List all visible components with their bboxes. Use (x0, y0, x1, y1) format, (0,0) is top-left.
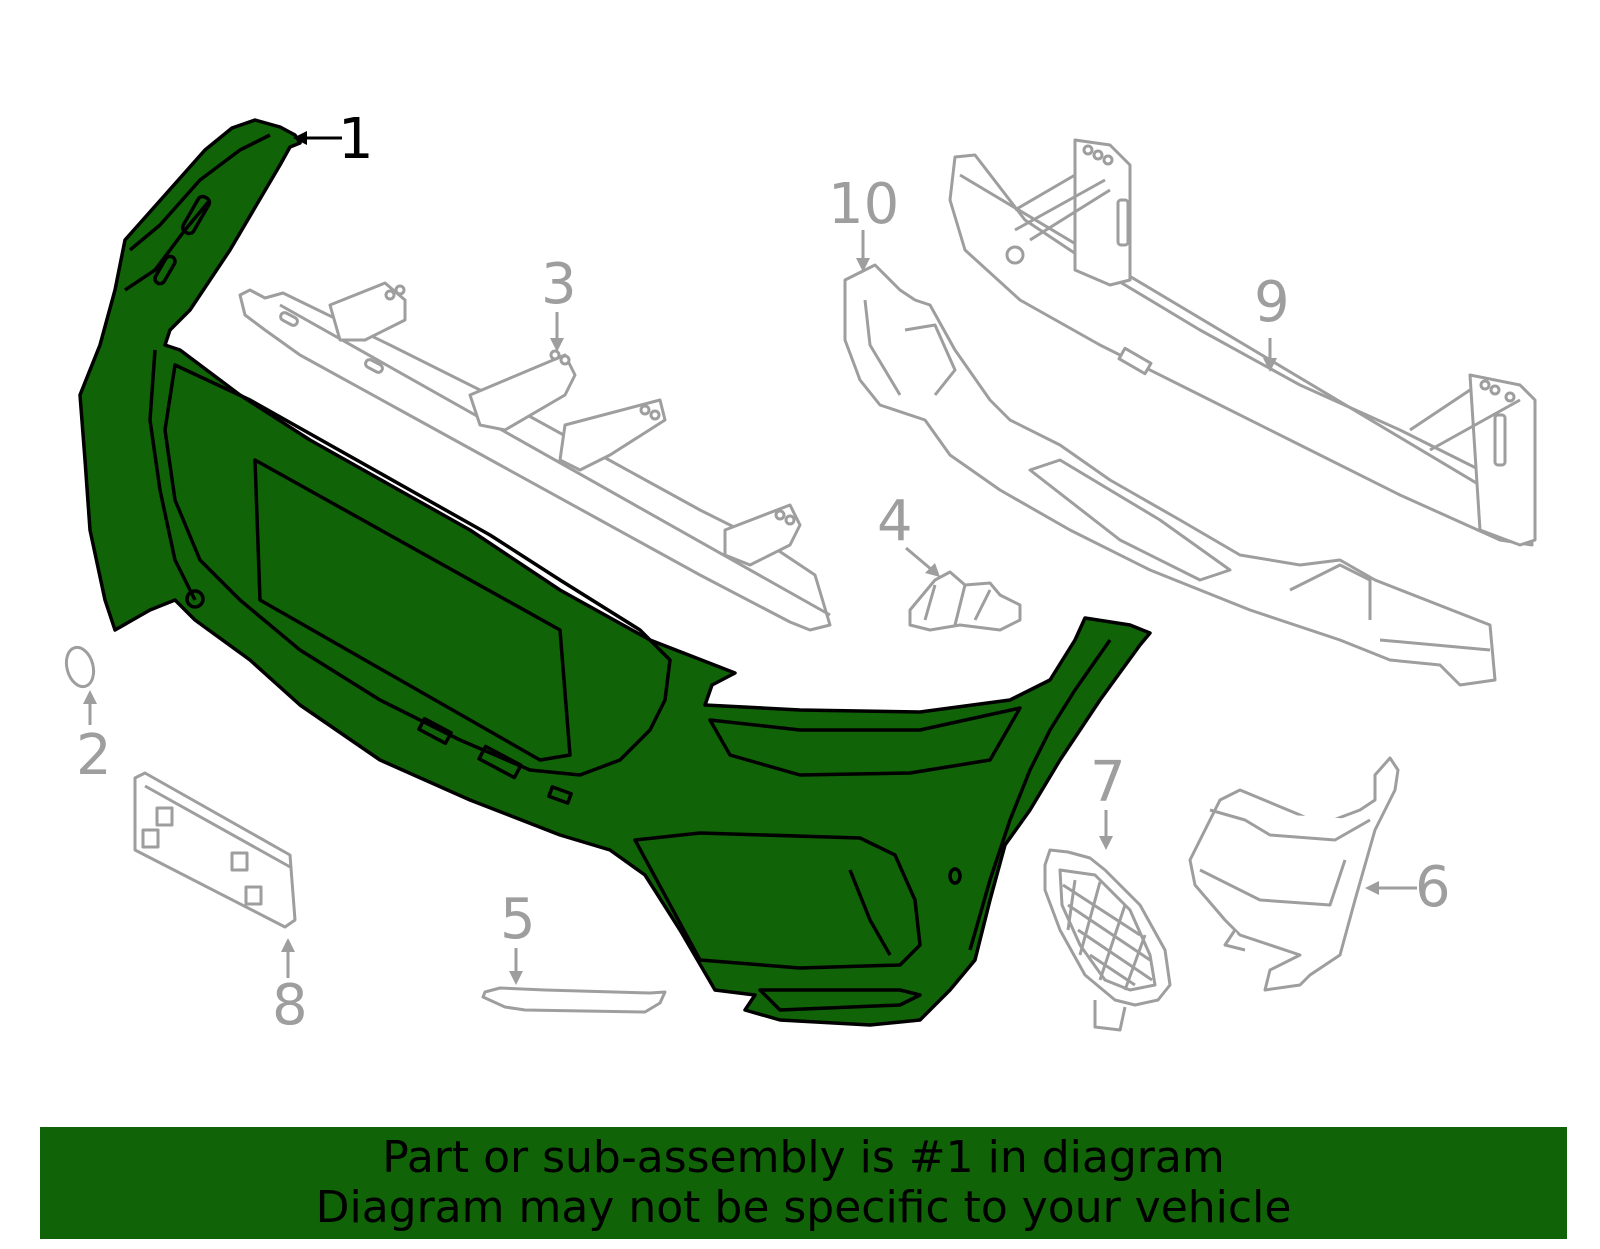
callout-3[interactable]: 3 (541, 252, 577, 317)
leader-lines (83, 131, 1417, 985)
part-5-lower-trim-strip[interactable] (481, 986, 667, 1014)
banner-line-part-number: Part or sub-assembly is #1 in diagram (382, 1132, 1225, 1183)
callout-1[interactable]: 1 (338, 107, 374, 172)
callout-8[interactable]: 8 (272, 973, 308, 1038)
part-7-fog-lamp-grille[interactable] (1043, 848, 1172, 1032)
callout-9[interactable]: 9 (1254, 270, 1290, 335)
callout-6[interactable]: 6 (1415, 855, 1451, 920)
part-9-reinforcement-beam[interactable] (948, 138, 1537, 547)
part-1-bumper-cover[interactable] (78, 118, 1152, 1027)
callout-2[interactable]: 2 (76, 723, 112, 788)
part-2-tow-hook-cap[interactable] (62, 644, 97, 689)
part-8-license-plate-bracket[interactable] (133, 771, 297, 929)
part-4-side-bracket[interactable] (908, 570, 1022, 632)
part-3-upper-support-bracket[interactable] (238, 281, 832, 632)
callout-7[interactable]: 7 (1090, 750, 1126, 815)
callout-10[interactable]: 10 (828, 172, 900, 237)
callout-5[interactable]: 5 (500, 887, 536, 952)
callout-4[interactable]: 4 (877, 489, 913, 554)
info-banner: Part or sub-assembly is #1 in diagram Di… (40, 1127, 1567, 1239)
part-10-energy-absorber[interactable] (843, 263, 1497, 687)
part-6-fog-lamp-housing[interactable] (1188, 756, 1400, 992)
banner-line-disclaimer: Diagram may not be specific to your vehi… (315, 1182, 1292, 1233)
